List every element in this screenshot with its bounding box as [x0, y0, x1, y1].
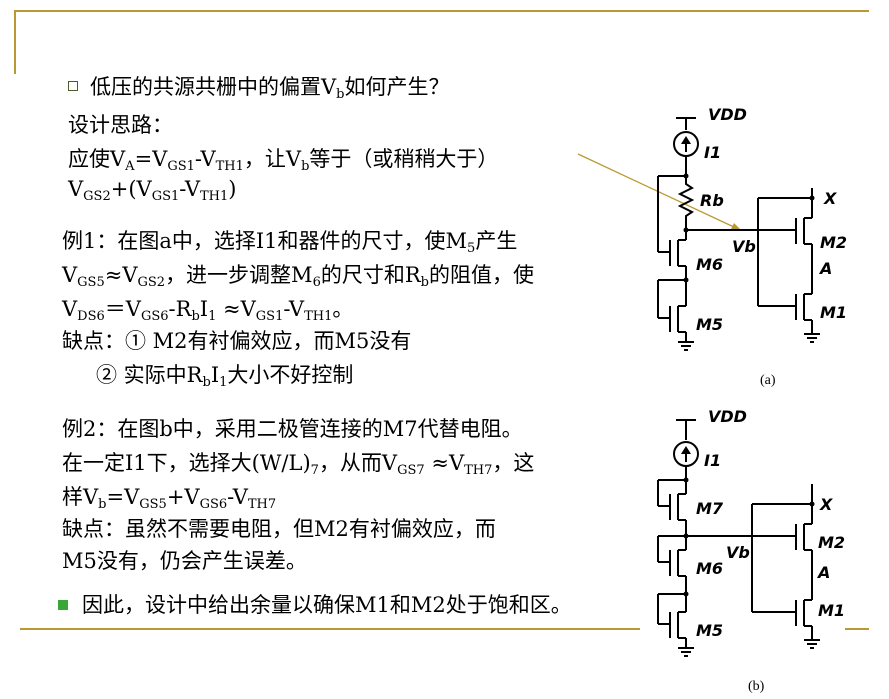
example1-line2: VGS5≈VGS2，进一步调整M6的尺寸和Rb的阻值，使 — [62, 263, 534, 290]
m5-label-a: M5 — [696, 315, 723, 334]
example1-drawback2: ② 实际中RbI1大小不好控制 — [96, 363, 354, 390]
vb-label-b: Vb — [726, 543, 750, 562]
conclusion-line: 因此，设计中给出余量以确保M1和M2处于饱和区。 — [58, 590, 572, 620]
bottom-accent-line-right — [845, 628, 869, 630]
design-condition-line1: 应使VA=VGS1-VTH1，让Vb等于（或稍稍大于） — [68, 147, 499, 174]
m2-label-a: M2 — [820, 233, 847, 252]
intro-question: 低压的共源共栅中的偏置Vb如何产生？ — [68, 72, 450, 102]
example2-line2: 在一定I1下，选择大(W/L)7，从而VGS7 ≈VTH7，这 — [62, 451, 535, 478]
m5-label-b: M5 — [696, 621, 723, 640]
rb-label-a: Rb — [700, 191, 724, 210]
left-accent-line — [14, 10, 16, 74]
m7-label-b: M7 — [696, 499, 724, 518]
design-idea-label: 设计思路： — [68, 113, 173, 137]
vdd-label-a: VDD — [708, 105, 747, 124]
circuit-diagram-b: VDD I1 M7 Vb X M2 A M1 M6 M5 (b) — [657, 407, 845, 694]
m6-label-a: M6 — [696, 255, 723, 274]
m1-label-b: M1 — [818, 601, 845, 620]
x-label-b: X — [819, 495, 833, 514]
caption-b: (b) — [748, 679, 765, 694]
design-condition-line2: VGS2+(VGS1-VTH1) — [68, 177, 237, 204]
example1-drawback1: 缺点：① M2有衬偏效应，而M5没有 — [62, 329, 412, 353]
example1-line1: 例1：在图a中，选择I1和器件的尺寸，使M5产生 — [62, 229, 518, 256]
vdd-label-b: VDD — [708, 407, 747, 426]
caption-a: (a) — [760, 373, 776, 388]
example2-line3: 样Vb=VGS5+VGS6-VTH7 — [62, 485, 277, 512]
i1-label-a: I1 — [704, 143, 721, 162]
vb-label-a: Vb — [732, 237, 756, 256]
a-node-label-a: A — [818, 259, 832, 278]
a-node-label-b: A — [816, 563, 830, 582]
x-label-a: X — [823, 189, 837, 208]
example2-drawback1: 缺点：虽然不需要电阻，但M2有衬偏效应，而 — [62, 517, 496, 541]
circuit-diagram-a: VDD I1 Rb Vb X M2 A M1 M6 M5 (a) — [657, 105, 847, 388]
m1-label-a: M1 — [820, 303, 847, 322]
example1-line3: VDS6＝VGS6-RbI1 ≈VGS1-VTH1。 — [62, 297, 354, 324]
m2-label-b: M2 — [818, 533, 845, 552]
example2-drawback2: M5没有，仍会产生误差。 — [62, 549, 307, 573]
top-accent-line — [14, 10, 869, 12]
m6-label-b: M6 — [696, 559, 723, 578]
i1-label-b: I1 — [704, 451, 721, 470]
bottom-accent-line — [20, 628, 640, 630]
example2-line1: 例2：在图b中，采用二极管连接的M7代替电阻。 — [62, 417, 523, 441]
filled-bullet-icon — [58, 599, 68, 610]
square-bullet-icon — [68, 80, 78, 91]
